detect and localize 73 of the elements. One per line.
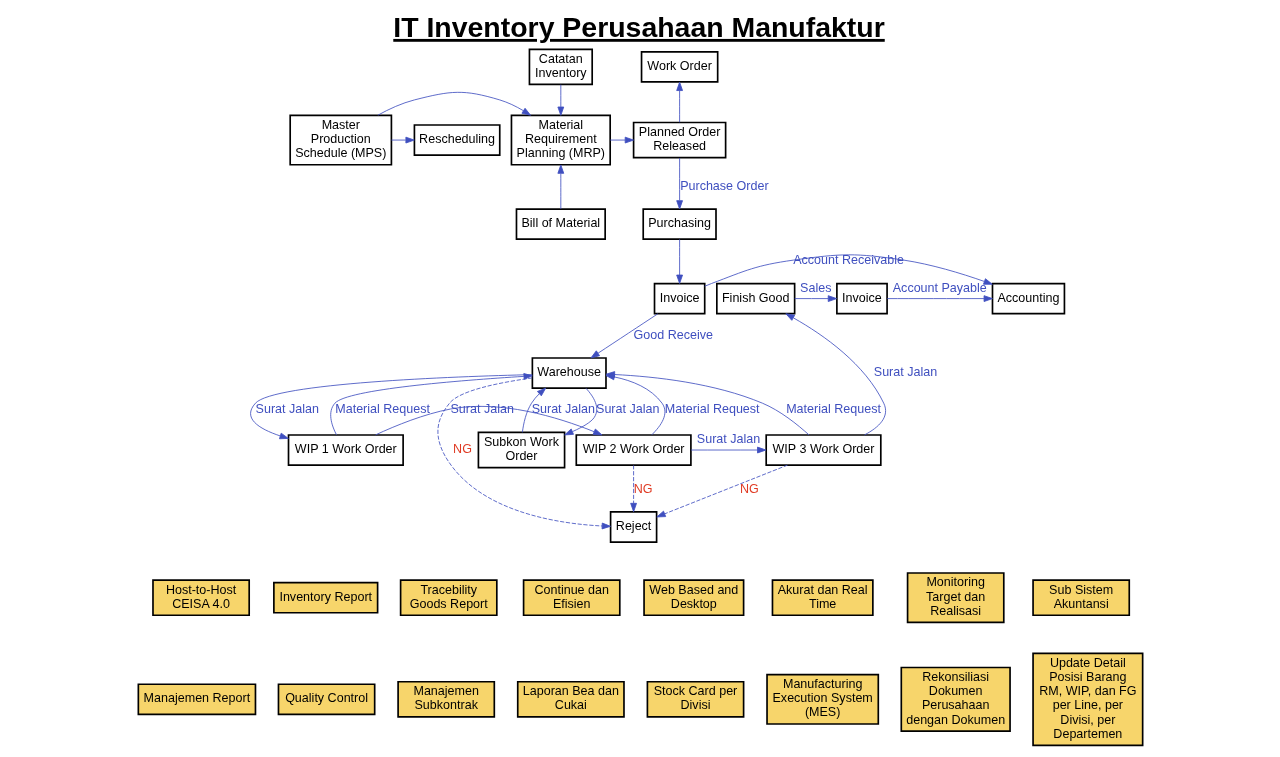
node-box: Bill of Material — [515, 208, 606, 241]
edge-label: NG — [452, 441, 472, 456]
node-box: Rescheduling — [413, 124, 501, 156]
diagram-title: IT Inventory Perusahaan Manufaktur — [392, 10, 885, 43]
node-box: Quality Control — [277, 683, 375, 716]
arrow — [376, 91, 531, 116]
edge-label: Material Request — [334, 402, 430, 417]
arrow — [793, 295, 837, 302]
arrow — [785, 313, 886, 436]
node-box: WIP 1 Work Order — [287, 434, 404, 466]
arrow — [390, 136, 415, 144]
node-box: Sub Sistem Akuntansi — [1031, 579, 1130, 617]
edge-label: Surat Jalan — [531, 402, 595, 417]
node-box: Warehouse — [531, 357, 607, 389]
edge-label: NG — [739, 481, 759, 496]
node-box: Web Based and Desktop — [642, 579, 744, 617]
edge-label: Good Receive — [633, 327, 713, 342]
node-box: Material Requirement Planning (MRP) — [510, 114, 611, 166]
node-box: Host-to-Host CEISA 4.0 — [151, 579, 250, 617]
edge-label: NG — [633, 481, 653, 496]
node-box: Manajemen Report — [137, 683, 256, 716]
node-box: Work Order — [640, 51, 718, 83]
node-box: Stock Card per Divisi — [646, 680, 744, 718]
arrow — [703, 254, 993, 287]
node-box: Master Production Schedule (MPS) — [288, 114, 392, 166]
arrow — [329, 373, 533, 436]
node-box: Tracebility Goods Report — [399, 579, 498, 617]
arrow — [886, 295, 993, 302]
node-box: Manufacturing Execution System (MES) — [765, 673, 879, 725]
node-box: Monitoring Target dan Realisasi — [906, 572, 1005, 624]
arrow — [675, 81, 683, 123]
node-box: WIP 3 Work Order — [764, 434, 882, 466]
edge-label: Material Request — [785, 402, 881, 417]
arrow — [675, 157, 683, 210]
node-box: Akurat dan Real Time — [771, 579, 874, 617]
node-box: Catatan Inventory — [528, 48, 593, 86]
arrow — [655, 464, 788, 518]
edge-label: Surat Jalan — [595, 402, 659, 417]
node-box: Purchasing — [641, 208, 717, 241]
node-box: Manajemen Subkontrak — [396, 680, 495, 718]
arrow — [556, 84, 564, 116]
arrow — [690, 446, 766, 454]
node-box: Finish Good — [715, 282, 795, 315]
edge-label: Sales — [799, 280, 831, 295]
arrow — [609, 136, 634, 144]
edge-label: Account Payable — [892, 280, 987, 295]
arrow — [521, 387, 546, 433]
node-box: Laporan Bea dan Cukai — [516, 680, 625, 718]
edge-label: Account Receivable — [792, 253, 904, 268]
node-box: Subkon Work Order — [477, 431, 565, 469]
node-box: Invoice — [653, 282, 706, 315]
edge-label: Material Request — [664, 402, 760, 417]
arrow — [590, 313, 658, 359]
node-box: Reject — [609, 511, 657, 543]
node-box: WIP 2 Work Order — [574, 434, 692, 466]
node-box: Planned Order Released — [632, 121, 726, 159]
edge-label: Purchase Order — [679, 178, 769, 193]
arrow — [629, 464, 637, 513]
arrow — [675, 238, 683, 284]
arrow — [249, 374, 533, 440]
node-box: Invoice — [835, 282, 888, 315]
node-box: Inventory Report — [272, 581, 378, 614]
arrow — [374, 406, 602, 436]
arrow — [436, 377, 611, 530]
arrow — [563, 387, 597, 436]
arrow — [556, 164, 564, 210]
node-box: Accounting — [991, 282, 1065, 315]
node-box: Update Detail Posisi Barang RM, WIP, dan FG per Line, per Divisi, per Departemen — [1031, 652, 1143, 747]
edge-label: Surat Jalan — [255, 402, 319, 417]
node-box: Rekonsiliasi Dokumen Perusahaan dengan Dokumen — [899, 666, 1011, 732]
edge-label: Surat Jalan — [873, 364, 937, 379]
node-box: Continue dan Efisien — [522, 579, 621, 617]
edge-label: Surat Jalan — [696, 432, 760, 447]
